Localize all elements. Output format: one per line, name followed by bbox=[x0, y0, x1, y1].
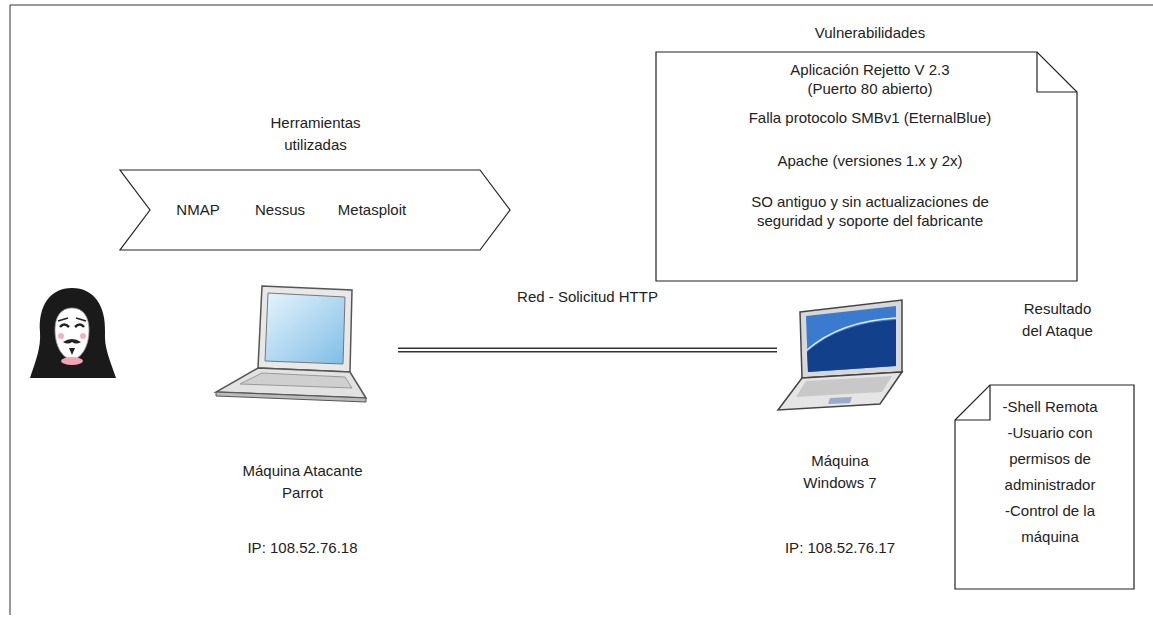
note-fold bbox=[1037, 52, 1077, 92]
network-link bbox=[398, 350, 777, 351]
laptop-keyboard bbox=[240, 373, 352, 388]
node-heading: Máquina Atacante Parrot bbox=[235, 460, 370, 504]
node-heading: Máquina Windows 7 bbox=[790, 450, 890, 494]
laptop-edge bbox=[216, 392, 366, 402]
node-text: Nessus bbox=[240, 199, 320, 221]
laptop-keyboard bbox=[796, 376, 892, 397]
attacker-machine: Máquina Atacante ParrotIP: 108.52.76.18 bbox=[215, 285, 398, 567]
screen-highlight bbox=[807, 318, 896, 350]
page-frame bbox=[10, 5, 1153, 615]
edge-label: Red - Solicitud HTTP bbox=[513, 286, 662, 308]
text-slot: Apache (versiones 1.x y 2x) bbox=[695, 151, 1045, 170]
node-heading: Herramientas utilizadas bbox=[258, 112, 373, 156]
laptop-trackpad bbox=[828, 397, 852, 404]
hood bbox=[30, 288, 116, 378]
text-slot: Resultado del Ataque bbox=[1015, 298, 1100, 342]
vulnerability-note: VulnerabilidadesAplicación Rejetto V 2.3… bbox=[655, 20, 1078, 282]
link-outer bbox=[398, 348, 777, 353]
shape-outline bbox=[120, 170, 510, 250]
text-slot: IP: 108.52.76.18 bbox=[215, 537, 390, 559]
text-slot: NMAP bbox=[168, 199, 228, 221]
laptop-screen bbox=[806, 306, 896, 372]
node-text: -Control de la máquina bbox=[985, 498, 1115, 550]
text-slot: -Usuario con permisos de administrador bbox=[985, 420, 1115, 498]
text-slot: -Control de la máquina bbox=[985, 498, 1115, 550]
frame-line bbox=[10, 5, 11, 615]
text-slot: Metasploit bbox=[317, 199, 427, 221]
chevron-shape bbox=[118, 112, 513, 252]
screen-wave bbox=[807, 320, 896, 372]
node-text: SO antiguo y sin actualizaciones de segu… bbox=[725, 192, 1015, 230]
mask bbox=[55, 308, 89, 360]
windows-laptop bbox=[778, 300, 902, 410]
node-heading: Vulnerabilidades bbox=[670, 22, 1070, 44]
text-slot: Falla protocolo SMBv1 (EternalBlue) bbox=[695, 108, 1045, 127]
laptop-screen bbox=[265, 293, 345, 364]
mask-eyes bbox=[60, 325, 84, 328]
frame-line bbox=[10, 5, 1153, 6]
text-slot: IP: 108.52.76.17 bbox=[777, 537, 903, 559]
mask-collar bbox=[61, 357, 83, 365]
node-text: Metasploit bbox=[317, 199, 427, 221]
node-text: NMAP bbox=[168, 199, 228, 221]
node-heading: Resultado del Ataque bbox=[1015, 298, 1100, 342]
node-text: IP: 108.52.76.18 bbox=[215, 537, 390, 559]
note-fold bbox=[955, 385, 990, 420]
text-slot: Máquina Atacante Parrot bbox=[235, 460, 370, 504]
mask-cheek bbox=[80, 333, 86, 339]
hacker-icon bbox=[30, 288, 116, 378]
text-slot: Herramientas utilizadas bbox=[258, 112, 373, 156]
result-note: Resultado del Ataque -Shell Remota-Usuari… bbox=[950, 298, 1135, 590]
mask-beard bbox=[69, 348, 75, 355]
shape-outline bbox=[656, 52, 1077, 281]
mask-mustache bbox=[63, 339, 81, 344]
note-shape bbox=[655, 20, 1078, 282]
node-text: Aplicación Rejetto V 2.3 (Puerto 80 abie… bbox=[770, 60, 970, 98]
text-slot: Nessus bbox=[240, 199, 320, 221]
node-text: -Shell Remota bbox=[985, 394, 1115, 420]
node-text: IP: 108.52.76.17 bbox=[777, 537, 903, 559]
attacker-laptop bbox=[216, 286, 366, 402]
text-slot: Aplicación Rejetto V 2.3 (Puerto 80 abie… bbox=[770, 60, 970, 98]
text-slot: SO antiguo y sin actualizaciones de segu… bbox=[725, 192, 1015, 230]
mask-cheek bbox=[58, 333, 64, 339]
laptop-lid bbox=[800, 300, 902, 378]
node-text: Falla protocolo SMBv1 (EternalBlue) bbox=[695, 108, 1045, 127]
laptop-base bbox=[778, 372, 902, 410]
text-slot: -Shell Remota bbox=[985, 394, 1115, 420]
laptop-lid bbox=[258, 286, 352, 372]
link-inner bbox=[398, 349, 777, 351]
text-slot: Máquina Windows 7 bbox=[790, 450, 890, 494]
target-machine: Máquina Windows 7 IP: 108.52.76.17 bbox=[777, 285, 911, 567]
shape-outline bbox=[955, 385, 1134, 589]
note-shape bbox=[950, 298, 1135, 590]
node-text: Apache (versiones 1.x y 2x) bbox=[695, 151, 1045, 170]
tools-chevron: Herramientas utilizadasNMAP NessusMetaspl… bbox=[118, 112, 513, 252]
node-text: -Usuario con permisos de administrador bbox=[985, 420, 1115, 498]
text-slot: Vulnerabilidades bbox=[670, 22, 1070, 44]
mask-brows bbox=[58, 318, 86, 321]
edge-label-box: Red - Solicitud HTTP bbox=[468, 286, 708, 308]
